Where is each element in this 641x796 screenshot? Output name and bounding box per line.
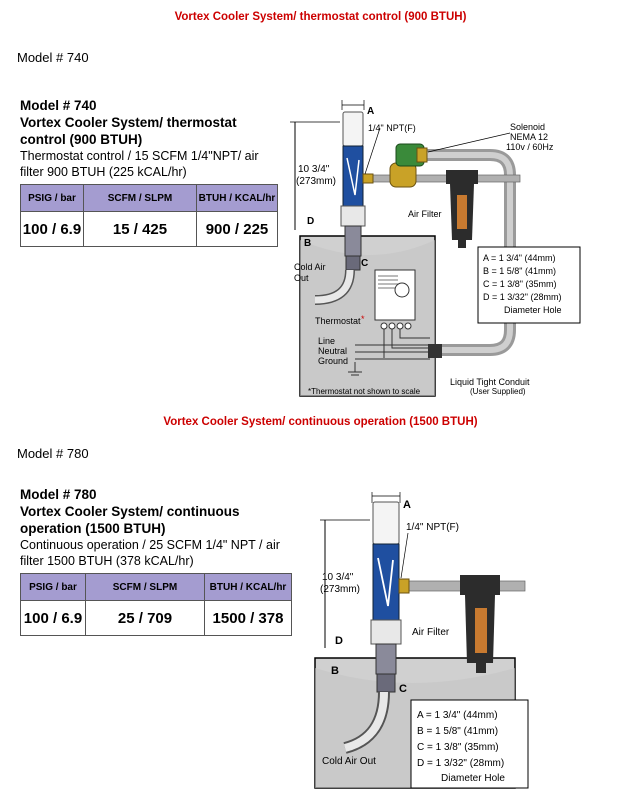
- label-npt: 1/4" NPT(F): [368, 123, 416, 133]
- table-cell: 900 / 225: [196, 211, 278, 247]
- table-cell: 25 / 709: [85, 600, 205, 636]
- label-air-filter: Air Filter: [412, 627, 450, 638]
- dimension-legend-box: [477, 246, 581, 324]
- label-b: B: [304, 238, 311, 249]
- label-user-supplied: (User Supplied): [470, 387, 526, 396]
- ground-symbol-icon: [348, 362, 362, 376]
- supply-line: [364, 174, 521, 183]
- label-thermostat-star: *: [361, 314, 365, 324]
- npt-fitting: [362, 173, 374, 184]
- label-a: A: [367, 106, 374, 117]
- label-height-mm: (273mm): [296, 176, 336, 187]
- legend-dim-b: B = 1 5/8" (41mm): [483, 266, 556, 276]
- solenoid-leader: [427, 132, 511, 153]
- label-d: D: [307, 216, 314, 227]
- spec-model: Model # 780: [20, 487, 97, 502]
- spec-heading: Vortex Cooler System/ continuous operati…: [20, 504, 240, 536]
- section2-diagram: A 1/4" NPT(F) 10 3/4" (273mm) Air Filter…: [314, 492, 529, 789]
- label-c: C: [399, 683, 407, 695]
- label-height: 10 3/4": [298, 164, 330, 175]
- label-solenoid: Solenoid: [510, 122, 545, 132]
- legend-diameter-hole: Diameter Hole: [441, 773, 505, 784]
- legend-diameter-hole: Diameter Hole: [504, 305, 562, 315]
- conduit-connector: [428, 344, 442, 358]
- table-cell: 15 / 425: [83, 211, 197, 247]
- legend-dim-d: D = 1 3/32" (28mm): [417, 758, 504, 769]
- table-header: SCFM / SLPM: [85, 573, 205, 601]
- legend-dim-a: A = 1 3/4" (44mm): [483, 253, 555, 263]
- label-footnote: *Thermostat not shown to scale: [308, 387, 421, 396]
- legend-dim-c: C = 1 3/8" (35mm): [483, 279, 556, 289]
- table-cell: 100 / 6.9: [20, 600, 86, 636]
- spec-model: Model # 740: [20, 98, 97, 113]
- table-row: 100 / 6.9 15 / 425 900 / 225: [20, 211, 278, 247]
- label-a: A: [403, 499, 411, 511]
- npt-leader: [400, 532, 409, 579]
- legend-dim-a: A = 1 3/4" (44mm): [417, 710, 498, 721]
- label-npt: 1/4" NPT(F): [406, 522, 459, 533]
- section1-model-label: Model # 740: [17, 50, 89, 65]
- section2-spec-block: Model # 780 Vortex Cooler System/ contin…: [20, 486, 292, 636]
- spec-table: PSIG / bar SCFM / SLPM BTUH / KCAL/hr 10…: [20, 573, 292, 636]
- label-c: C: [361, 258, 368, 269]
- section2-model-label: Model # 780: [17, 446, 89, 461]
- legend-dim-c: C = 1 3/8" (35mm): [417, 742, 499, 753]
- table-row: 100 / 6.9 25 / 709 1500 / 378: [20, 600, 292, 636]
- label-conduit: Liquid Tight Conduit: [450, 377, 530, 387]
- section1-title: Vortex Cooler System/ thermostat control…: [174, 11, 467, 23]
- spec-table: PSIG / bar SCFM / SLPM BTUH / KCAL/hr 10…: [20, 184, 278, 247]
- cold-air-duct-inner: [343, 691, 388, 752]
- thermostat-icon: [374, 269, 416, 330]
- table-header: PSIG / bar: [20, 573, 86, 601]
- table-cell: 100 / 6.9: [20, 211, 84, 247]
- section1-spec-block: Model # 740 Vortex Cooler System/ thermo…: [20, 97, 278, 247]
- spec-heading: Vortex Cooler System/ thermostat control…: [20, 115, 237, 147]
- label-air-filter: Air Filter: [408, 209, 442, 219]
- npt-fitting: [398, 578, 410, 594]
- cold-air-duct-inner: [314, 269, 354, 304]
- table-header-row: PSIG / bar SCFM / SLPM BTUH / KCAL/hr: [20, 573, 292, 601]
- air-filter-icon: [460, 575, 500, 673]
- legend-dim-d: D = 1 3/32" (28mm): [483, 292, 561, 302]
- npt-leader: [364, 127, 381, 175]
- table-header: SCFM / SLPM: [83, 184, 197, 212]
- line-wiring: [355, 344, 430, 360]
- table-header: PSIG / bar: [20, 184, 84, 212]
- dimension-legend-box: [410, 699, 529, 789]
- label-thermostat: Thermostat: [315, 316, 361, 326]
- label-voltage: 110v / 60Hz: [506, 142, 554, 152]
- table-header: BTUH / KCAL/hr: [204, 573, 292, 601]
- thermostat-wiring: [383, 329, 430, 358]
- vortex-cooler-icon: [340, 111, 366, 271]
- label-cold-air-out: Cold Air Out: [322, 756, 376, 767]
- label-ground: Ground: [318, 356, 348, 366]
- table-header: BTUH / KCAL/hr: [196, 184, 278, 212]
- section1-diagram: A 1/4" NPT(F) Solenoid NEMA 12 110v / 60…: [290, 100, 581, 397]
- label-height-mm: (273mm): [320, 584, 360, 595]
- vortex-cooler-icon: [370, 501, 402, 693]
- label-d: D: [335, 635, 343, 647]
- label-neutral: Neutral: [318, 346, 347, 356]
- spec-description: Continuous operation / 25 SCFM 1/4" NPT …: [20, 538, 280, 568]
- legend-dim-b: B = 1 5/8" (41mm): [417, 726, 498, 737]
- label-height: 10 3/4": [322, 572, 354, 583]
- solenoid-valve-icon: [389, 143, 428, 188]
- label-b: B: [331, 665, 339, 677]
- label-nema: NEMA 12: [510, 132, 548, 142]
- label-cold-air-out: Out: [294, 273, 309, 283]
- label-line: Line: [318, 336, 335, 346]
- label-cold-air: Cold Air: [294, 262, 326, 272]
- air-filter-icon: [446, 170, 478, 248]
- table-header-row: PSIG / bar SCFM / SLPM BTUH / KCAL/hr: [20, 184, 278, 212]
- table-cell: 1500 / 378: [204, 600, 292, 636]
- spec-description: Thermostat control / 15 SCFM 1/4"NPT/ ai…: [20, 149, 259, 179]
- section2-title: Vortex Cooler System/ continuous operati…: [163, 416, 478, 428]
